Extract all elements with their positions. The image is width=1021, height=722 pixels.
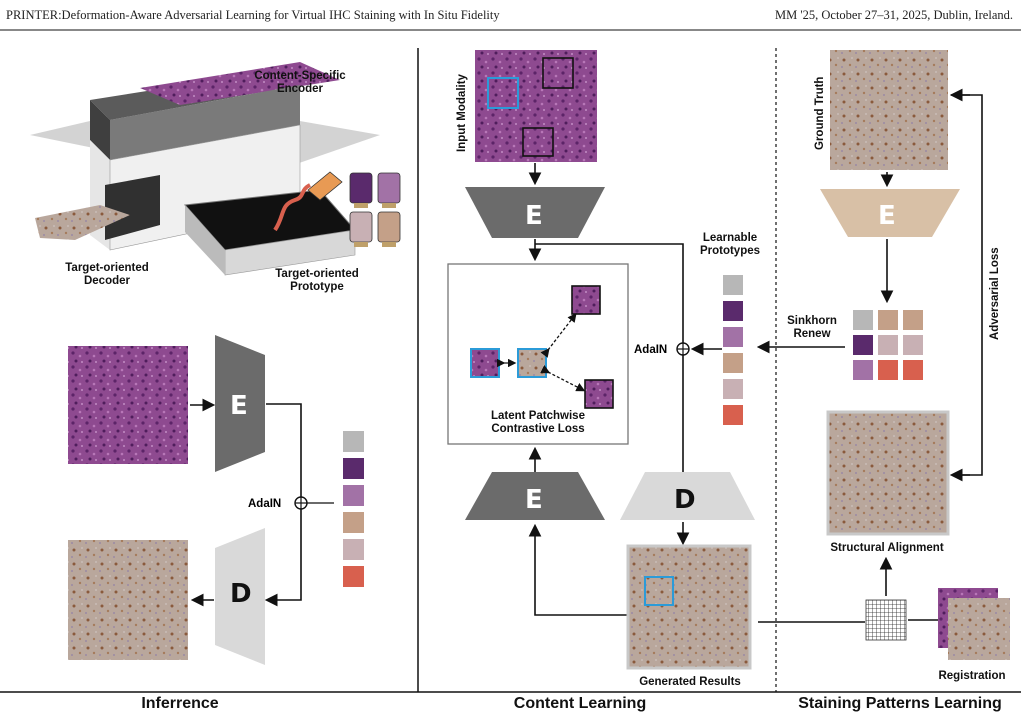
registration-ihc-image (948, 598, 1010, 660)
gt-prototype-swatch-1 (853, 310, 873, 330)
gt-prototype-swatch-8 (878, 360, 898, 380)
contrastive-positive (517, 348, 547, 378)
gt-prototype-swatch-7 (853, 360, 873, 380)
generated-query-patch (644, 576, 674, 606)
gt-encoder-letter: E (878, 201, 896, 231)
input-negative-patch-2 (522, 127, 554, 157)
content-prototype-swatch-2 (723, 301, 743, 321)
inference-prototype-stack (343, 431, 364, 587)
content-decoder-letter: D (674, 485, 696, 515)
content-prototype-swatch-5 (723, 379, 743, 399)
ground-truth-label: Ground Truth (814, 76, 826, 150)
ink-tube-4 (377, 211, 401, 247)
inference-prototype-swatch-4 (343, 512, 364, 533)
generated-result-image (626, 544, 752, 670)
content-prototype-swatch-1 (723, 275, 743, 295)
inference-prototype-swatch-6 (343, 566, 364, 587)
content-prototype-swatch-3 (723, 327, 743, 347)
ink-tube-1 (349, 172, 373, 208)
gt-prototype-swatch-6 (903, 335, 923, 355)
label-text: Target-oriented Prototype (275, 268, 359, 293)
gt-encoder (820, 189, 960, 237)
label-text: Sinkhorn Renew (787, 315, 837, 340)
content-specific-encoder-label: Content-Specific Encoder (240, 70, 360, 96)
contrastive-negative-2 (584, 379, 614, 409)
gt-prototype-swatch-4 (853, 335, 873, 355)
gt-prototype-swatch-9 (903, 360, 923, 380)
inference-encoder (215, 335, 265, 472)
running-header-title: PRINTER:Deformation-Aware Adversarial Le… (6, 8, 500, 22)
gt-prototype-swatch-2 (878, 310, 898, 330)
input-modality-label: Input Modality (456, 74, 468, 152)
ground-truth-image (830, 50, 948, 170)
inference-decoder-letter: D (230, 579, 252, 609)
section-title-staining-patterns: Staining Patterns Learning (798, 695, 1002, 712)
inference-prototype-swatch-3 (343, 485, 364, 506)
running-header-venue: MM '25, October 27–31, 2025, Dublin, Ire… (775, 8, 1013, 22)
printer-scan-tissue (140, 62, 340, 105)
contrastive-loss-label: Latent Patchwise Contrastive Loss (458, 410, 618, 436)
structural-alignment-label: Structural Alignment (830, 542, 944, 554)
generated-results-label: Generated Results (639, 676, 741, 688)
registration-label: Registration (938, 670, 1006, 682)
content-encoder-top (465, 187, 605, 238)
inference-adain-label: AdaIN (248, 498, 281, 510)
sinkhorn-renew-label: Sinkhorn Renew (772, 315, 852, 341)
adversarial-loss-label: Adversarial Loss (989, 247, 1001, 340)
content-encoder-bottom-letter: E (525, 485, 543, 515)
inference-output-image (68, 540, 188, 660)
inference-encoder-letter: E (230, 391, 248, 421)
target-prototype-label: Target-oriented Prototype (262, 268, 372, 294)
learnable-prototypes-label: Learnable Prototypes (690, 232, 770, 258)
section-title-content-learning: Content Learning (513, 695, 647, 712)
aligned-result-image (826, 410, 950, 536)
label-text: Latent Patchwise Contrastive Loss (491, 410, 585, 435)
target-decoder-label: Target-oriented Decoder (52, 262, 162, 288)
inference-input-image (68, 346, 188, 464)
label-text: Content-Specific Encoder (254, 70, 346, 95)
gt-prototype-grid (853, 310, 923, 380)
gt-prototype-swatch-3 (903, 310, 923, 330)
content-prototype-swatch-6 (723, 405, 743, 425)
input-query-patch (487, 77, 519, 109)
ink-tube-3 (349, 211, 373, 247)
input-negative-patch-1 (542, 57, 574, 89)
printer-illustration (30, 62, 401, 276)
content-prototype-swatch-4 (723, 353, 743, 373)
gt-prototype-swatch-5 (878, 335, 898, 355)
printer-output-tissue (35, 205, 130, 240)
contrastive-query (470, 348, 500, 378)
inference-prototype-swatch-5 (343, 539, 364, 560)
content-prototype-stack (723, 275, 743, 425)
content-encoder-top-letter: E (525, 201, 543, 231)
inference-prototype-swatch-1 (343, 431, 364, 452)
inference-decoder (215, 528, 265, 665)
section-title-inference: Inferrence (141, 695, 219, 712)
deformation-field-grid (865, 599, 907, 641)
content-encoder-bottom (465, 472, 605, 520)
input-modality-image (475, 50, 597, 162)
label-text: Learnable Prototypes (699, 232, 761, 257)
ink-tube-2 (377, 172, 401, 208)
content-decoder (620, 472, 755, 520)
content-adain-label: AdaIN (634, 344, 667, 356)
label-text: Target-oriented Decoder (65, 262, 149, 287)
contrastive-negative-1 (571, 285, 601, 315)
inference-prototype-swatch-2 (343, 458, 364, 479)
